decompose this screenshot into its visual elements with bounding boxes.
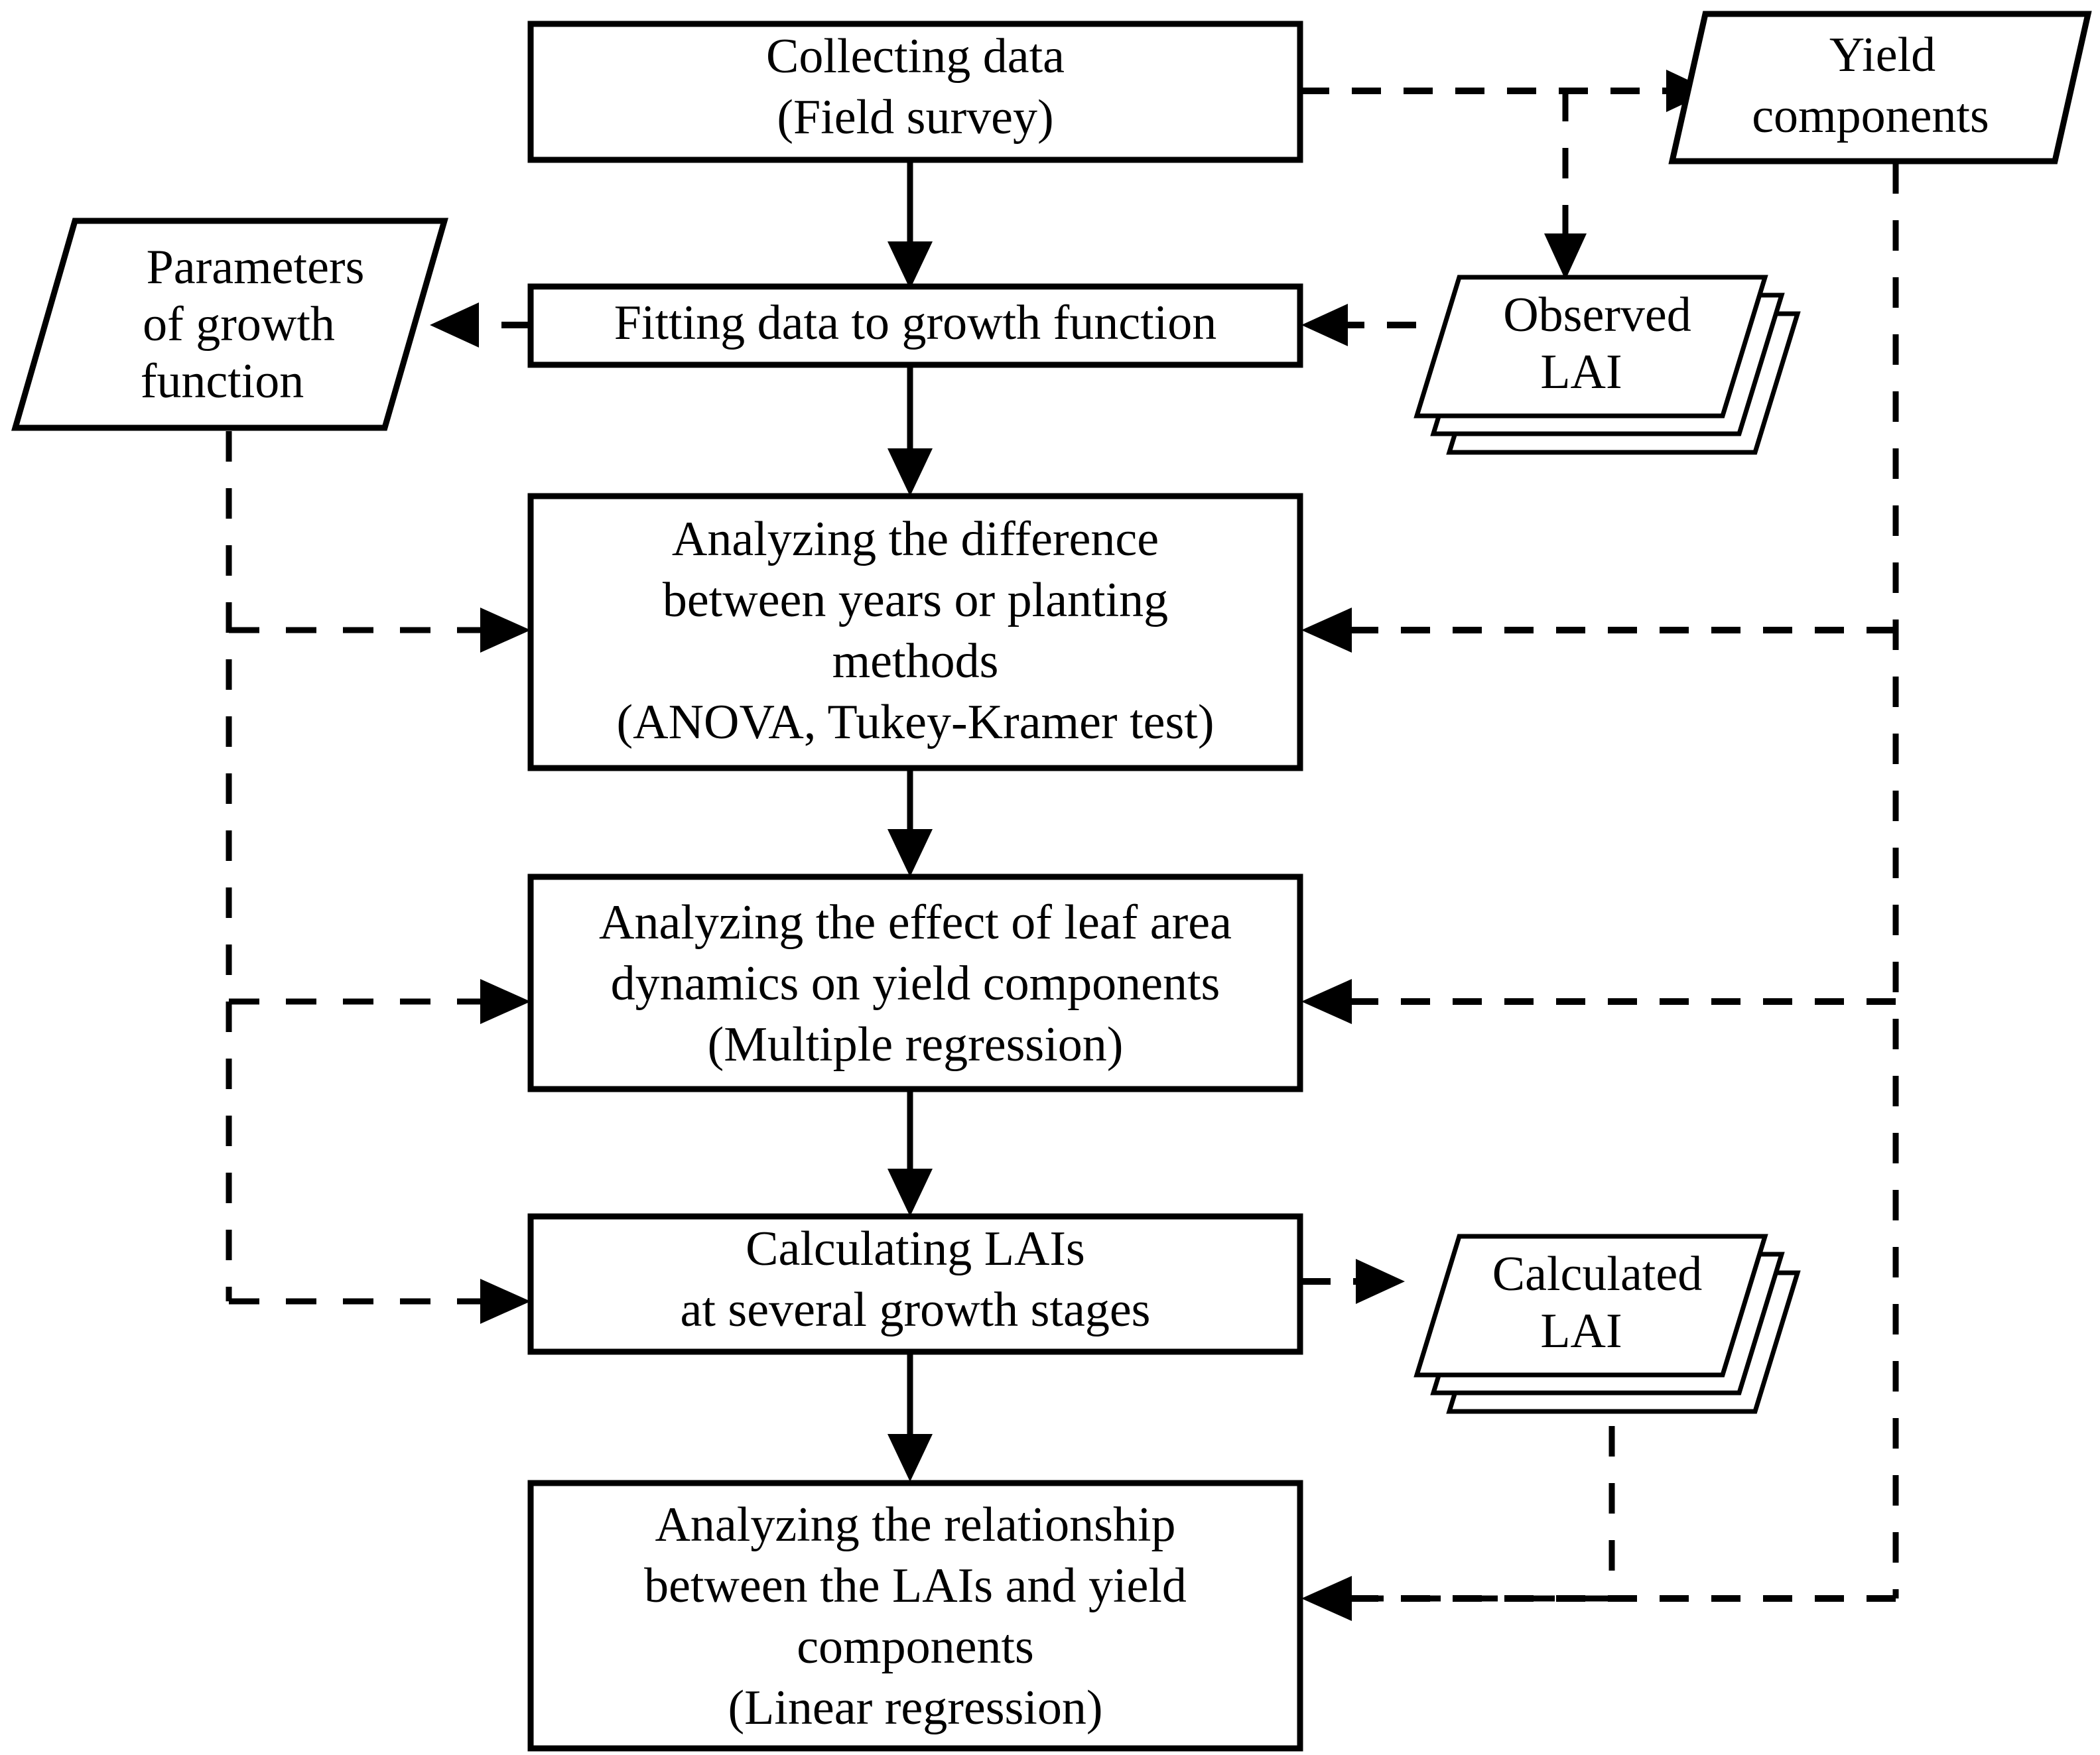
edge-parameters-to-analyzing-difference xyxy=(229,608,531,653)
edge-analyzing-difference-to-analyzing-effect xyxy=(887,768,933,877)
node-analyzing-difference-line-2: between years or planting xyxy=(663,573,1168,627)
edge-analyzing-effect-to-calculating-lais xyxy=(887,1089,933,1216)
node-parameters-line-3: function xyxy=(141,354,304,409)
edge-yield-components-to-analyzing-difference xyxy=(1301,608,1896,653)
node-analyzing-relationship-line-1: Analyzing the relationship xyxy=(655,1498,1175,1552)
edge-parameters-to-calculating-lais xyxy=(229,1279,531,1324)
node-analyzing-effect-line-2: dynamics on yield components xyxy=(611,956,1220,1011)
edge-calculating-lais-to-calculated-lai xyxy=(1301,1259,1405,1304)
node-yield-components-line-1: Yield xyxy=(1829,28,1936,82)
node-collecting-data[interactable]: Collecting data (Field survey) xyxy=(527,21,1303,163)
node-fitting-data[interactable]: Fitting data to growth function xyxy=(527,283,1303,368)
node-analyzing-difference-line-3: methods xyxy=(832,634,999,688)
node-collecting-data-line-2: (Field survey) xyxy=(777,90,1053,145)
edge-collecting-data-to-fitting-data xyxy=(887,159,933,289)
node-analyzing-relationship-line-3: components xyxy=(797,1620,1034,1674)
node-calculating-lais-line-1: Calculating LAIs xyxy=(746,1222,1085,1276)
node-calculated-lai-line-1: Calculated xyxy=(1492,1247,1702,1301)
node-analyzing-relationship-line-2: between the LAIs and yield xyxy=(644,1559,1187,1613)
node-calculating-lais[interactable]: Calculating LAIs at several growth stage… xyxy=(527,1213,1303,1355)
node-analyzing-difference[interactable]: Analyzing the difference between years o… xyxy=(527,493,1303,771)
edge-collecting-data-to-observed-lai xyxy=(1544,91,1587,280)
node-yield-components[interactable]: Yield components xyxy=(1668,11,2092,164)
node-analyzing-effect-line-1: Analyzing the effect of leaf area xyxy=(599,895,1232,950)
node-collecting-data-line-1: Collecting data xyxy=(766,29,1065,84)
edge-fitting-data-to-analyzing-difference xyxy=(887,366,933,496)
node-observed-lai[interactable]: Observed LAI xyxy=(1413,275,1801,455)
node-calculated-lai-line-2: LAI xyxy=(1540,1304,1622,1358)
edge-parameters-to-analyzing-effect xyxy=(229,979,531,1024)
edge-calculated-lai-to-analyzing-relationship xyxy=(1333,1426,1615,1602)
node-parameters-line-1: Parameters xyxy=(147,240,365,294)
node-analyzing-difference-line-1: Analyzing the difference xyxy=(672,512,1159,566)
node-analyzing-effect[interactable]: Analyzing the effect of leaf area dynami… xyxy=(527,874,1303,1092)
edge-collecting-data-to-yield-components xyxy=(1300,70,1711,112)
edge-observed-lai-to-fitting-data xyxy=(1301,304,1416,346)
edge-fitting-data-to-parameters xyxy=(430,302,531,348)
node-analyzing-relationship-line-4: (Linear regression) xyxy=(728,1681,1102,1735)
node-yield-components-line-2: components xyxy=(1752,89,1989,143)
node-parameters-growth-function[interactable]: Parameters of growth function xyxy=(11,218,448,431)
edge-calculating-lais-to-analyzing-relationship xyxy=(887,1352,933,1482)
node-parameters-line-2: of growth xyxy=(143,297,335,352)
node-calculating-lais-line-2: at several growth stages xyxy=(681,1283,1151,1337)
node-analyzing-effect-line-3: (Multiple regression) xyxy=(708,1017,1124,1072)
node-analyzing-relationship[interactable]: Analyzing the relationship between the L… xyxy=(527,1480,1303,1752)
node-observed-lai-line-2: LAI xyxy=(1540,345,1622,399)
node-calculated-lai[interactable]: Calculated LAI xyxy=(1413,1234,1801,1414)
node-observed-lai-line-1: Observed xyxy=(1503,288,1691,342)
edge-yield-components-to-analyzing-effect xyxy=(1301,979,1896,1024)
edge-layer xyxy=(226,70,1899,1621)
node-analyzing-difference-line-4: (ANOVA, Tukey-Kramer test) xyxy=(617,695,1214,749)
node-fitting-data-line-1: Fitting data to growth function xyxy=(614,296,1216,350)
